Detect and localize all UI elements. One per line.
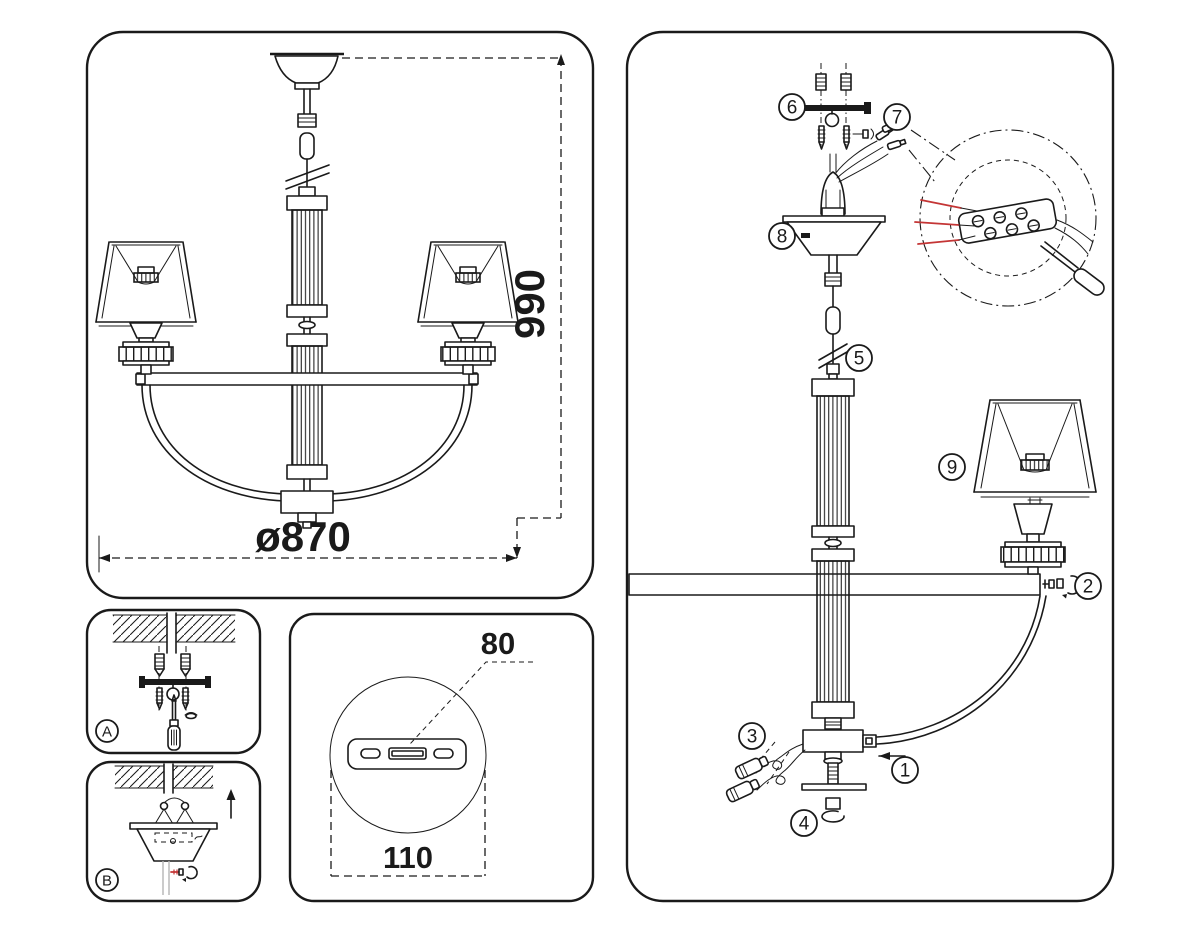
step-marker-5: 5	[845, 344, 873, 372]
svg-text:2: 2	[1083, 577, 1094, 598]
break-symbol	[285, 164, 330, 190]
ceiling-fix-panel-a: A	[85, 608, 262, 755]
assembly-panel: 6 7	[625, 30, 1115, 903]
chain-section	[818, 272, 848, 380]
gear-ring	[1000, 546, 1066, 563]
svg-text:9: 9	[947, 458, 958, 479]
canopy	[129, 822, 218, 895]
arm-screw	[1042, 575, 1082, 599]
mains-wires	[914, 199, 962, 245]
dimension-lines	[98, 54, 565, 573]
socket-cup	[1013, 503, 1053, 535]
square-nut	[825, 797, 841, 810]
step-marker-9: 9	[938, 453, 966, 481]
rotate-arrow	[186, 865, 198, 880]
screwdriver	[167, 694, 181, 751]
step-marker-7: 7	[883, 103, 911, 131]
bottom-fasteners	[801, 751, 867, 823]
svg-text:5: 5	[854, 349, 865, 370]
svg-text:3: 3	[747, 727, 758, 748]
shade-unit	[973, 399, 1097, 575]
lock-ring	[821, 810, 845, 823]
terminal-detail-circle	[914, 129, 1105, 307]
step-marker-1: 1	[891, 756, 919, 784]
bracket-width-label: 110	[383, 840, 433, 875]
connector	[725, 778, 760, 803]
step-marker-4: 4	[790, 809, 818, 837]
bracket-detail-panel: 80 110	[288, 612, 595, 903]
bottom-hub	[280, 490, 334, 514]
set-screw	[801, 233, 810, 238]
curved-arm	[876, 595, 1047, 745]
svg-text:7: 7	[892, 108, 903, 129]
ceiling-section	[112, 612, 236, 654]
central-column	[286, 195, 328, 492]
step-marker-3: 3	[738, 722, 766, 750]
overview-panel: 990 ø870	[85, 30, 595, 600]
svg-text:4: 4	[799, 814, 810, 835]
spring-bracket	[154, 797, 195, 825]
canopy	[782, 215, 886, 274]
svg-text:6: 6	[787, 98, 798, 119]
panel-a-label: A	[95, 719, 119, 743]
panel-border	[85, 30, 595, 600]
width-dimension: 110	[330, 770, 486, 877]
label-b: B	[102, 873, 112, 890]
connector	[734, 755, 769, 780]
wing-nut	[185, 712, 197, 720]
right-slot	[433, 748, 454, 759]
height-dimension-label: 990	[506, 269, 553, 339]
slot-width-label: 80	[481, 626, 515, 661]
step-marker-6: 6	[778, 93, 806, 121]
step-marker-2: 2	[1074, 572, 1102, 600]
panel-border	[625, 30, 1115, 903]
slot-dimension: 80	[409, 626, 533, 745]
canopy-fix-panel-b: B	[85, 760, 262, 903]
arms-and-bar	[135, 372, 479, 529]
detail-circle	[329, 676, 487, 834]
break-symbol	[818, 343, 848, 369]
ceiling-section	[114, 763, 214, 794]
svg-text:1: 1	[900, 761, 911, 782]
canopy-and-chain	[270, 52, 344, 197]
hook	[824, 112, 840, 128]
step-marker-8: 8	[768, 222, 796, 250]
left-slot	[360, 748, 381, 759]
svg-text:8: 8	[777, 227, 788, 248]
label-a: A	[102, 724, 112, 741]
bottom-plate	[801, 783, 867, 791]
central-column	[811, 378, 855, 730]
mounting-bracket	[139, 679, 211, 685]
mounting-plate	[347, 738, 467, 770]
set-screw	[170, 865, 198, 882]
wire-connectors	[725, 741, 806, 803]
wire-plug	[886, 138, 907, 151]
panel-b-label: B	[95, 868, 119, 892]
terminal-block	[957, 198, 1058, 244]
screwdriver	[1040, 241, 1105, 296]
